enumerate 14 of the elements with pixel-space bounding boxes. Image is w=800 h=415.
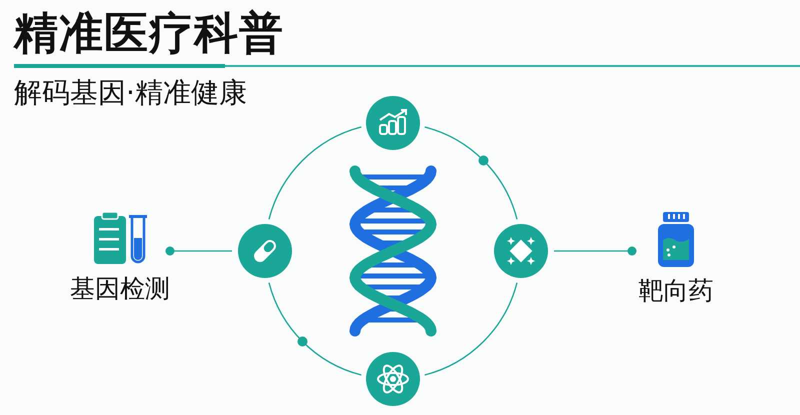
- connector-line: [268, 282, 362, 376]
- node-label: 靶向药: [638, 275, 714, 307]
- title: 精准医疗科普: [14, 7, 284, 61]
- node-label: 基因检测: [70, 273, 170, 305]
- connector-line: [424, 282, 518, 376]
- connector-line: [166, 246, 232, 256]
- icon-circle: [238, 224, 292, 278]
- subtitle: 解码基因·精准健康: [14, 75, 247, 111]
- icon-circle: [366, 96, 420, 150]
- connector-line: [554, 246, 636, 256]
- icon-circle: [366, 352, 420, 406]
- connector-line: [268, 126, 362, 220]
- connector-line: [424, 126, 518, 220]
- icon-circle: [494, 224, 548, 278]
